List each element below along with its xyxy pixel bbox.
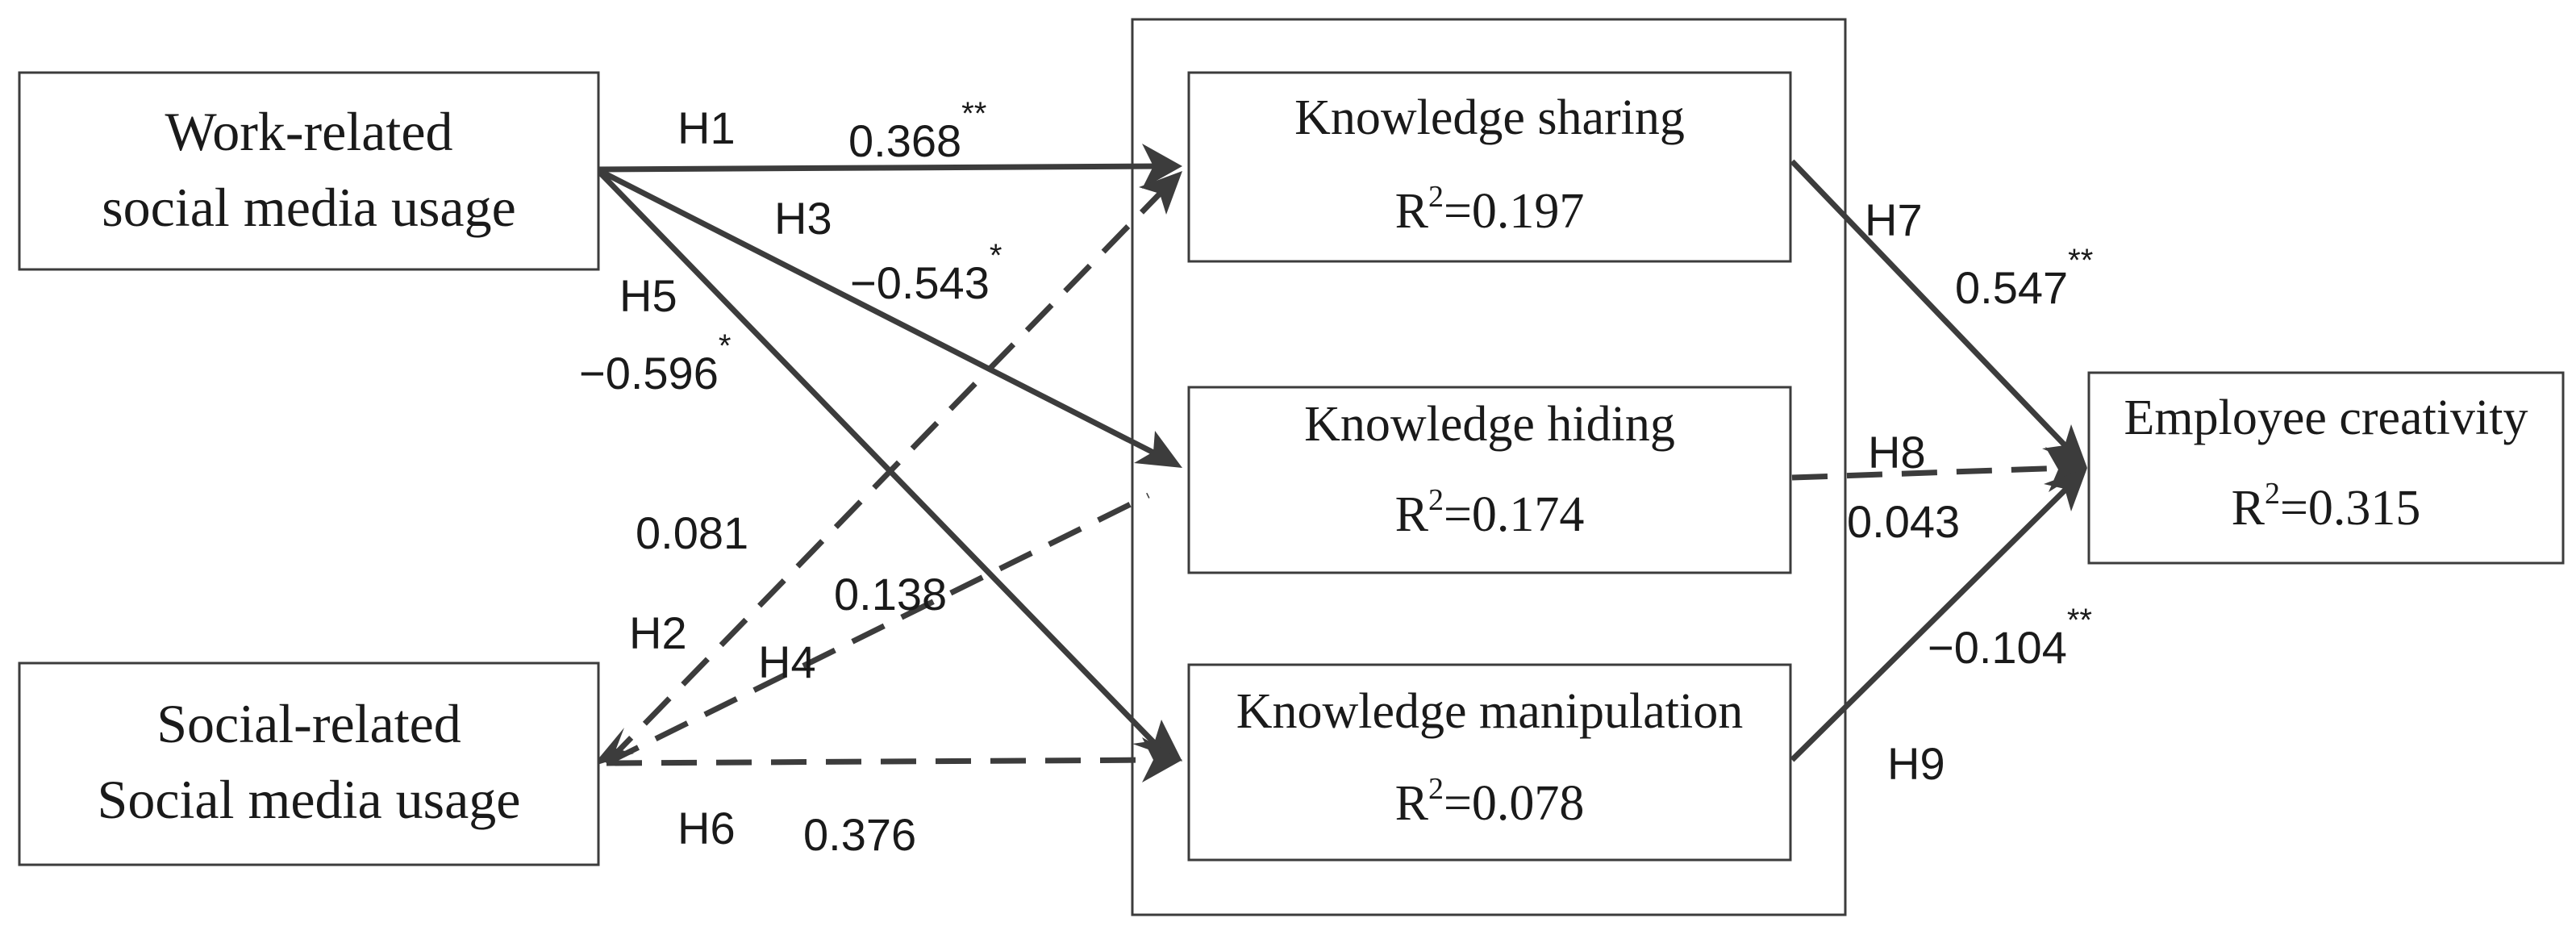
r-squared-label: R2=0.174 (1395, 483, 1585, 542)
path-h8-arrow (1791, 465, 2067, 481)
path-h9-coefficient: −0.104** (1928, 603, 2092, 673)
path-h2-arrowhead (1139, 171, 1182, 215)
path-h6-coefficient: 0.376 (803, 809, 916, 860)
construct-work-related-usage: Work-related social media usage (18, 71, 600, 271)
significance-marker: ** (961, 96, 986, 131)
construct-knowledge-hiding: Knowledge hiding R2=0.174 (1187, 386, 1792, 574)
path-h6-arrowhead (1142, 737, 1182, 782)
path-h2-label: H2 (629, 607, 687, 658)
r-squared-label: R2=0.078 (1395, 772, 1585, 831)
construct-label-line2: Social media usage (98, 769, 521, 830)
significance-marker: ** (2067, 603, 2092, 638)
construct-name: Employee creativity (2124, 390, 2528, 445)
r-squared-label: R2=0.197 (1395, 180, 1585, 239)
path-h7-arrowhead (2042, 424, 2087, 468)
path-h1-label: H1 (677, 102, 736, 153)
r-symbol: R (2232, 481, 2265, 536)
path-h7-coefficient: 0.547** (1955, 243, 2093, 313)
path-h4-arrow (605, 492, 1150, 766)
construct-label-line1: Social-related (156, 693, 461, 754)
significance-marker: * (990, 238, 1002, 273)
construct-social-related-usage: Social-related Social media usage (18, 661, 600, 866)
r-value: =0.315 (2280, 481, 2420, 536)
construct-label-line2: social media usage (102, 177, 516, 238)
r-exponent: 2 (1428, 180, 1444, 214)
construct-box (18, 661, 600, 866)
path-h4-label: H4 (758, 636, 816, 687)
path-h2-arrow (604, 188, 1165, 766)
mediators-frame (1131, 18, 1847, 916)
path-h5-label: H5 (619, 270, 677, 321)
r-symbol: R (1395, 184, 1429, 239)
r-symbol: R (1395, 487, 1429, 542)
path-arrows (592, 144, 2087, 782)
path-h1-arrow (596, 163, 1162, 173)
construct-name: Knowledge hiding (1304, 397, 1675, 452)
path-h1-arrowhead (1142, 144, 1182, 189)
construct-box (2087, 371, 2565, 565)
construct-box (1187, 663, 1792, 862)
r-exponent: 2 (2265, 477, 2280, 511)
path-h9-label: H9 (1887, 738, 1945, 789)
coef-value: −0.104 (1928, 622, 2067, 673)
path-h9-arrow (1790, 482, 2074, 762)
path-h3-arrow (595, 166, 1163, 460)
path-h2-coefficient: 0.081 (636, 507, 748, 558)
coef-value: −0.543 (850, 257, 990, 308)
path-h6-label: H6 (677, 803, 736, 853)
coef-value: 0.368 (848, 115, 961, 166)
construct-label-line1: Work-related (165, 101, 453, 162)
construct-box (1187, 71, 1792, 263)
r-squared-label: R2=0.315 (2232, 477, 2421, 536)
construct-box (1187, 386, 1792, 574)
construct-knowledge-sharing: Knowledge sharing R2=0.197 (1187, 71, 1792, 263)
path-h8-label: H8 (1868, 427, 1926, 478)
path-h1-coefficient: 0.368** (848, 96, 986, 166)
path-h6-arrow (606, 757, 1162, 766)
construct-employee-creativity: Employee creativity R2=0.315 (2087, 371, 2565, 565)
construct-box (18, 71, 600, 271)
path-h8-coefficient: 0.043 (1847, 496, 1960, 547)
construct-knowledge-manipulation: Knowledge manipulation R2=0.078 (1187, 663, 1792, 862)
significance-marker: ** (2068, 243, 2093, 278)
path-h3-arrowhead (1134, 431, 1182, 468)
r-value: =0.174 (1444, 487, 1584, 542)
path-h4-coefficient: 0.138 (834, 569, 947, 620)
r-symbol: R (1395, 776, 1429, 831)
significance-marker: * (719, 328, 732, 364)
coef-value: 0.547 (1955, 262, 2068, 313)
path-h5-arrowhead (1132, 720, 1182, 762)
path-h3-label: H3 (774, 193, 832, 244)
path-h7-arrow (1790, 159, 2074, 454)
r-value: =0.197 (1444, 184, 1584, 239)
path-h5-arrow (594, 167, 1164, 753)
path-h9-arrowhead (2044, 468, 2087, 511)
path-h3-coefficient: −0.543* (850, 238, 1002, 308)
r-exponent: 2 (1428, 772, 1444, 806)
r-value: =0.078 (1444, 776, 1584, 831)
path-h5-coefficient: −0.596* (579, 328, 731, 399)
path-h7-label: H7 (1865, 194, 1923, 245)
path-h4-arrowhead (592, 728, 634, 766)
path-labels: H1 0.368** H3 −0.543* H5 −0.596* 0.081 0… (579, 96, 2093, 860)
construct-name: Knowledge manipulation (1236, 684, 1743, 739)
r-exponent: 2 (1428, 483, 1444, 517)
coef-value: −0.596 (579, 348, 719, 399)
construct-name: Knowledge sharing (1294, 90, 1685, 145)
